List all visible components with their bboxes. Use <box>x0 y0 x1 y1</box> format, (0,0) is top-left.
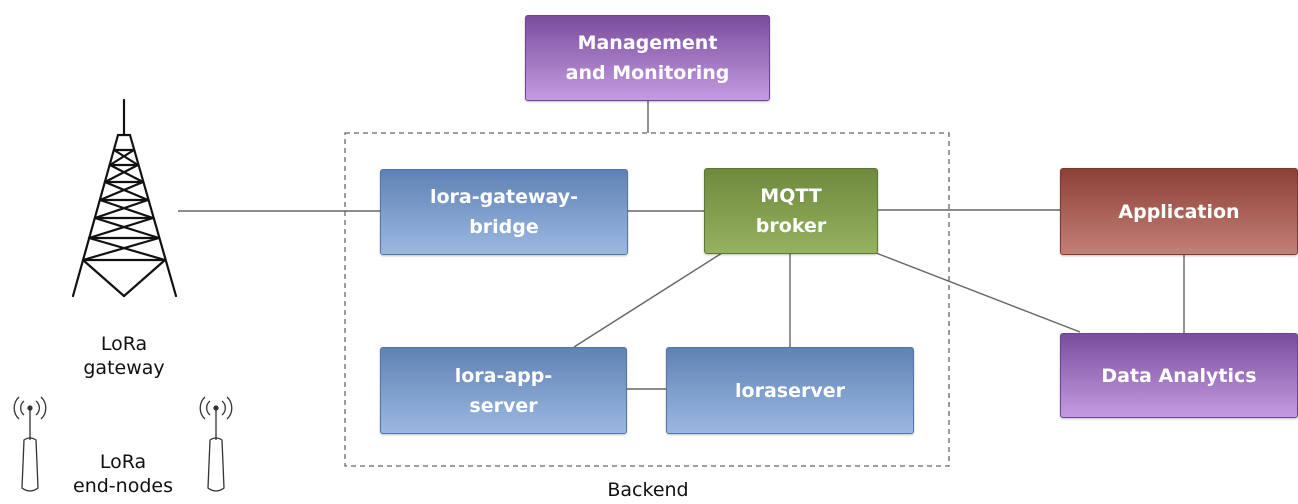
connector-broker-appserver <box>573 252 723 348</box>
lora-app-server-node: lora-app- server <box>380 347 627 434</box>
end-nodes-label: LoRa end-nodes <box>73 451 173 497</box>
data-analytics-node: Data Analytics <box>1060 333 1298 418</box>
antenna-icon <box>199 396 233 492</box>
radio-tower-icon <box>71 98 178 298</box>
management-monitoring-node: Management and Monitoring <box>525 15 770 101</box>
backend-label: Backend <box>607 479 689 501</box>
lora-gateway-bridge-node: lora-gateway- bridge <box>380 169 628 255</box>
application-node: Application <box>1060 168 1298 255</box>
backend-boundary <box>344 132 950 467</box>
connector-broker-analytics <box>875 252 1081 333</box>
antenna-icon <box>13 396 47 492</box>
loraserver-node: loraserver <box>666 347 914 434</box>
mqtt-broker-node: MQTT broker <box>704 168 878 254</box>
gateway-label: LoRa gateway <box>83 333 165 379</box>
